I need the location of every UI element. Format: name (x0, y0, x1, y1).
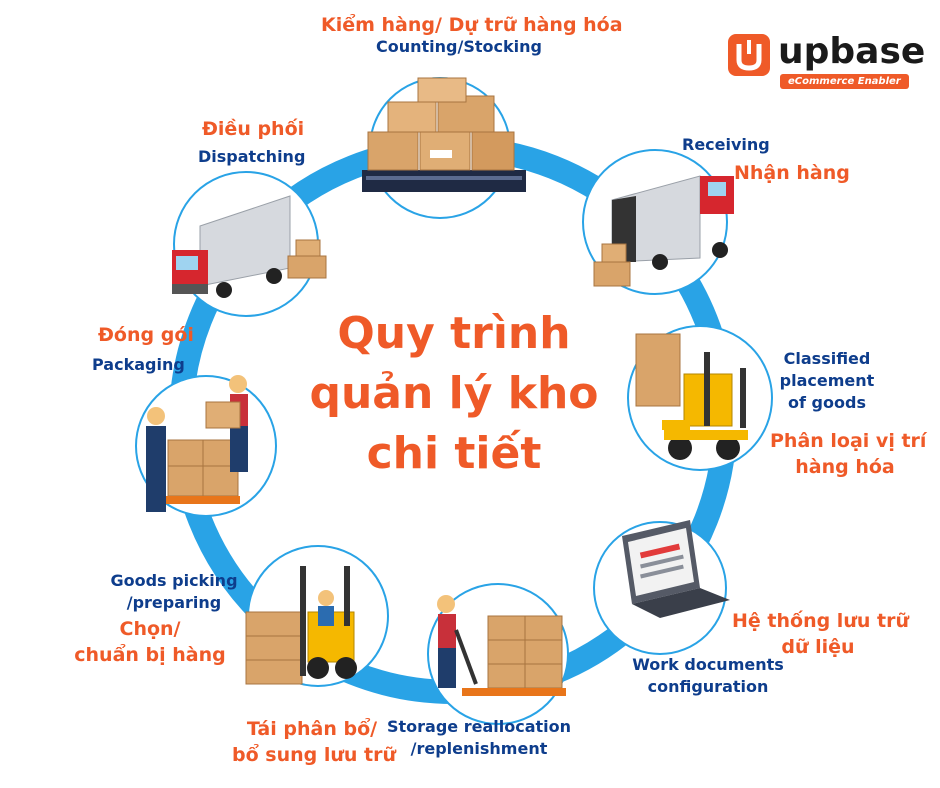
step-work-docs-en-line-2: configuration (647, 677, 769, 696)
step-picking-vi-line-2: chuẩn bị hàng (74, 644, 226, 666)
title-line-1: Quy trình (337, 308, 571, 359)
diagram-title: Quy trình quản lý kho chi tiết (274, 304, 634, 484)
node-receiving (582, 149, 734, 295)
step-dispatching-vi: Điều phối (202, 118, 305, 140)
step-work-docs-vi-line-2: dữ liệu (781, 636, 855, 658)
step-picking-en: Goods picking /preparing (104, 570, 244, 614)
stacked-boxes-icon (362, 77, 526, 192)
step-receiving-vi: Nhận hàng (734, 162, 850, 184)
dispatch-truck-icon (172, 195, 327, 298)
step-reallocation-en-line-2: /replenishment (410, 739, 548, 758)
step-receiving-en: Receiving (682, 135, 770, 154)
delivery-truck-icon (593, 175, 734, 287)
node-goods-picking (245, 545, 389, 687)
step-classified-vi-line-2: hàng hóa (795, 456, 895, 478)
step-counting-en: Counting/Stocking (376, 37, 542, 56)
step-packaging-en: Packaging (92, 355, 185, 374)
step-packaging-vi: Đóng gói (98, 324, 194, 346)
logo-wordmark: upbase (778, 31, 926, 72)
step-classified-en: Classified placement of goods (772, 348, 882, 414)
workers-packing-icon (146, 375, 248, 512)
node-dispatching (172, 171, 327, 317)
step-classified-vi: Phân loại vị trí hàng hóa (770, 428, 927, 480)
title-line-3: chi tiết (366, 428, 542, 479)
step-work-docs-vi: Hệ thống lưu trữ dữ liệu (732, 608, 909, 660)
step-reallocation-en: Storage reallocation /replenishment (386, 716, 572, 760)
laptop-icon (622, 520, 730, 618)
node-packaging (135, 375, 277, 517)
step-picking-vi: Chọn/ chuẩn bị hàng (74, 616, 226, 668)
logo-tagline: eCommerce Enabler (780, 74, 909, 89)
step-counting-vi: Kiểm hàng/ Dự trữ hàng hóa (321, 14, 623, 36)
step-classified-en-line-2: placement (779, 371, 875, 390)
step-reallocation-vi-line-1: Tái phân bổ/ (246, 718, 378, 740)
logo-u-icon (736, 40, 762, 71)
step-classified-vi-line-1: Phân loại vị trí (770, 430, 927, 452)
forklift-icon (635, 333, 748, 460)
step-reallocation-vi: Tái phân bổ/ bổ sung lưu trữ (232, 716, 397, 768)
forklift-operator-icon (245, 566, 357, 685)
step-reallocation-en-line-1: Storage reallocation (386, 717, 572, 736)
node-classified-placement (627, 325, 773, 471)
step-classified-en-line-1: Classified (783, 349, 871, 368)
step-work-docs-en: Work documents configuration (628, 654, 788, 698)
step-classified-en-line-3: of goods (788, 393, 866, 412)
step-reallocation-vi-line-2: bổ sung lưu trữ (232, 744, 397, 766)
step-dispatching-en: Dispatching (198, 147, 306, 166)
step-picking-vi-line-1: Chọn/ (119, 618, 181, 640)
pallet-jack-worker-icon (437, 595, 566, 696)
node-counting-stocking (362, 77, 526, 219)
title-line-2: quản lý kho (309, 368, 599, 419)
step-picking-en-line-2: /preparing (126, 593, 222, 612)
node-storage-reallocation (427, 583, 569, 725)
step-work-docs-vi-line-1: Hệ thống lưu trữ (732, 610, 909, 632)
step-work-docs-en-line-1: Work documents (632, 655, 784, 674)
node-work-documents (593, 520, 730, 655)
step-picking-en-line-1: Goods picking (110, 571, 238, 590)
logo-mark (728, 34, 770, 76)
